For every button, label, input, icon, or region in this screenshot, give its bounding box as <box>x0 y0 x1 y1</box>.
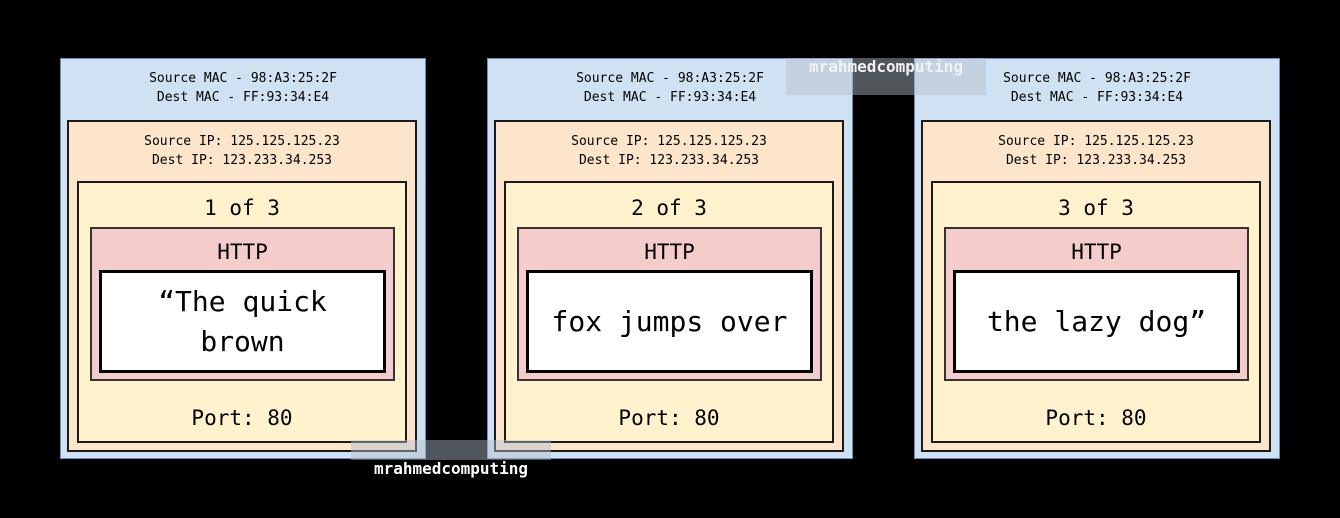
source-mac: Source MAC - 98:A3:25:2F <box>149 71 337 86</box>
dest-ip: Dest IP: 123.233.34.253 <box>578 153 759 168</box>
payload: fox jumps over <box>526 270 813 373</box>
protocol-label: HTTP <box>644 240 695 264</box>
frame-1: Source MAC - 98:A3:25:2F Dest MAC - FF:9… <box>60 58 426 459</box>
dest-mac: Dest MAC - FF:93:34:E4 <box>1010 90 1184 105</box>
watermark-bottom: mrahmedcomputing <box>351 440 551 478</box>
source-mac: Source MAC - 98:A3:25:2F <box>1003 71 1191 86</box>
ip-header: Source IP: 125.125.125.23 Dest IP: 123.2… <box>923 132 1269 170</box>
source-mac: Source MAC - 98:A3:25:2F <box>576 71 764 86</box>
mac-header: Source MAC - 98:A3:25:2F Dest MAC - FF:9… <box>488 69 852 107</box>
source-ip: Source IP: 125.125.125.23 <box>571 134 767 149</box>
watermark-text: mrahmedcomputing <box>373 459 529 478</box>
port-label: Port: 80 <box>191 406 293 430</box>
port-label: Port: 80 <box>618 406 720 430</box>
http-layer: HTTP “The quick brown <box>90 227 395 381</box>
frame-2: Source MAC - 98:A3:25:2F Dest MAC - FF:9… <box>487 58 853 459</box>
ip-packet: Source IP: 125.125.125.23 Dest IP: 123.2… <box>494 120 844 452</box>
mac-header: Source MAC - 98:A3:25:2F Dest MAC - FF:9… <box>61 69 425 107</box>
tcp-segment: 2 of 3 HTTP fox jumps over Port: 80 <box>504 181 834 443</box>
segment-number: 3 of 3 <box>1058 196 1134 220</box>
mac-header: Source MAC - 98:A3:25:2F Dest MAC - FF:9… <box>915 69 1279 107</box>
frame-3: Source MAC - 98:A3:25:2F Dest MAC - FF:9… <box>914 58 1280 459</box>
segment-number: 2 of 3 <box>631 196 707 220</box>
http-layer: HTTP fox jumps over <box>517 227 822 381</box>
payload: “The quick brown <box>99 270 386 373</box>
protocol-label: HTTP <box>1071 240 1122 264</box>
http-layer: HTTP the lazy dog” <box>944 227 1249 381</box>
tcp-segment: 3 of 3 HTTP the lazy dog” Port: 80 <box>931 181 1261 443</box>
source-ip: Source IP: 125.125.125.23 <box>144 134 340 149</box>
dest-mac: Dest MAC - FF:93:34:E4 <box>156 90 330 105</box>
payload: the lazy dog” <box>953 270 1240 373</box>
dest-mac: Dest MAC - FF:93:34:E4 <box>583 90 757 105</box>
ip-packet: Source IP: 125.125.125.23 Dest IP: 123.2… <box>921 120 1271 452</box>
watermark-text: mrahmedcomputing <box>808 57 964 76</box>
dest-ip: Dest IP: 123.233.34.253 <box>1005 153 1186 168</box>
segment-number: 1 of 3 <box>204 196 280 220</box>
dest-ip: Dest IP: 123.233.34.253 <box>151 153 332 168</box>
ip-header: Source IP: 125.125.125.23 Dest IP: 123.2… <box>69 132 415 170</box>
watermark-top: mrahmedcomputing <box>786 58 986 95</box>
port-label: Port: 80 <box>1045 406 1147 430</box>
ip-packet: Source IP: 125.125.125.23 Dest IP: 123.2… <box>67 120 417 452</box>
source-ip: Source IP: 125.125.125.23 <box>998 134 1194 149</box>
tcp-segment: 1 of 3 HTTP “The quick brown Port: 80 <box>77 181 407 443</box>
protocol-label: HTTP <box>217 240 268 264</box>
ip-header: Source IP: 125.125.125.23 Dest IP: 123.2… <box>496 132 842 170</box>
